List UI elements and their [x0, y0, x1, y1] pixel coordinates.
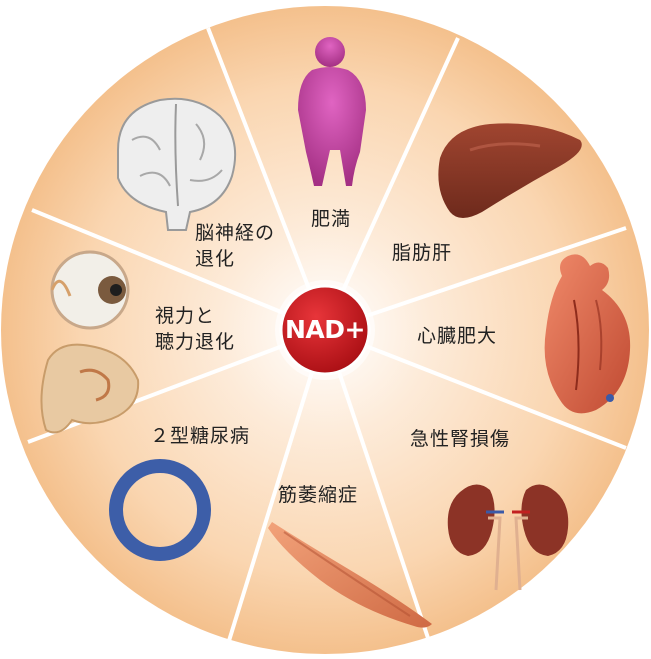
label-obesity: 肥満	[311, 206, 351, 232]
center-label-nad: NAD+	[280, 312, 370, 348]
label-neurodegeneration: 脳神経の 退化	[195, 220, 275, 272]
label-vision-hearing-decline: 視力と 聴力退化	[155, 303, 235, 355]
label-fatty-liver: 脂肪肝	[392, 240, 452, 266]
label-cardiac-hypertrophy: 心臓肥大	[417, 323, 497, 349]
label-type2-diabetes: ２型糖尿病	[150, 423, 250, 449]
label-sarcopenia: 筋萎縮症	[278, 482, 358, 508]
label-acute-kidney-injury: 急性腎損傷	[410, 426, 510, 452]
